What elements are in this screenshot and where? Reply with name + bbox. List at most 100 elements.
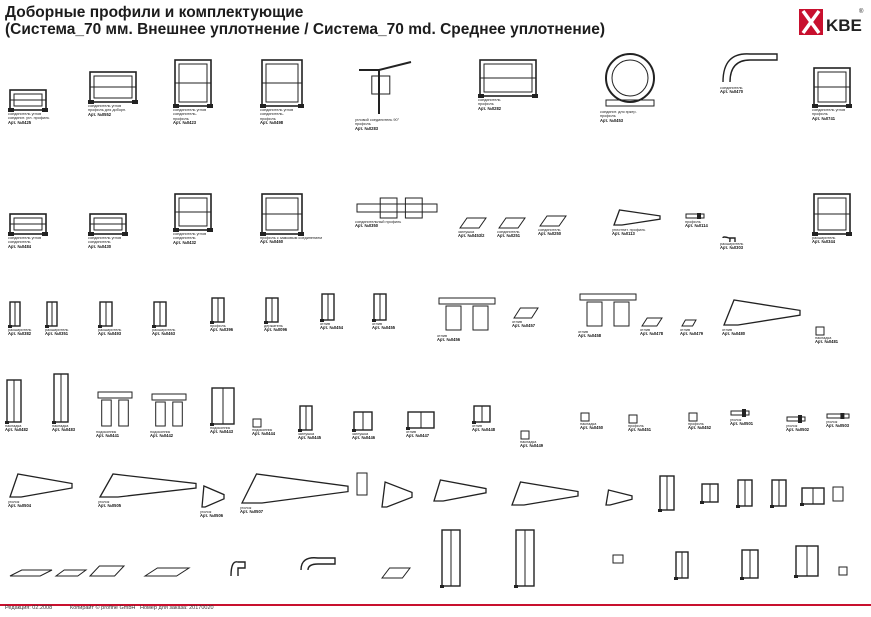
profile-drawing	[9, 473, 73, 498]
item-description: уплотнит. профиль	[612, 228, 646, 232]
item-article-number: Арт. №0430	[88, 243, 111, 249]
profile-drawing	[210, 387, 235, 426]
profile-drawing	[786, 415, 806, 423]
item-article-number: Арт. №0096	[264, 327, 287, 333]
item-description: отлив	[372, 322, 383, 326]
catalog-item	[736, 478, 754, 508]
brand-mark: ®	[859, 8, 864, 15]
item-description: профиль	[210, 324, 226, 328]
profile-drawing	[8, 89, 48, 112]
item-article-number: Арт. №0501	[730, 421, 753, 427]
profile-drawing	[700, 483, 719, 504]
item-article-number: Арт. №0453	[600, 117, 623, 123]
item-article-number: Арт. №0250	[538, 231, 561, 237]
catalog-item	[658, 474, 676, 512]
profile-drawing	[260, 193, 304, 236]
item-article-number: Арт. №0507	[240, 509, 263, 515]
profile-drawing	[173, 59, 213, 108]
profile-drawing	[605, 53, 655, 107]
item-description: профиль	[628, 424, 644, 428]
item-description: профиль	[685, 220, 701, 224]
item-description: расширитель	[812, 236, 836, 240]
catalog-item	[800, 486, 826, 506]
item-description: отлив	[512, 320, 523, 324]
profile-drawing	[674, 551, 689, 580]
item-description: отлив	[406, 430, 417, 434]
item-description: подоконник	[96, 430, 117, 434]
item-caption: соединитель углов профиль для доборн.Арт…	[88, 104, 138, 117]
item-description: подоконник	[210, 426, 231, 430]
catalog-item	[832, 486, 844, 502]
item-description: отлив	[680, 328, 691, 332]
profile-drawing	[380, 567, 412, 579]
item-article-number: Арт. №0449	[520, 443, 543, 449]
item-article-number: Арт. №0114	[685, 223, 708, 229]
item-description: уголок	[240, 506, 252, 510]
profile-drawing	[511, 481, 579, 506]
profile-drawing	[612, 554, 624, 564]
catalog-item	[604, 486, 634, 508]
item-article-number: Арт. №0282	[478, 105, 501, 111]
item-article-number: Арт. №0448	[472, 427, 495, 433]
catalog-item	[228, 556, 248, 580]
item-article-number: Арт. №0113	[612, 231, 635, 237]
profile-drawing	[794, 545, 819, 578]
item-description: накладка	[520, 440, 537, 444]
profile-drawing	[520, 430, 530, 440]
item-article-number: Арт. №0741	[812, 115, 835, 121]
item-article-number: Арт. №0458	[578, 333, 601, 339]
catalog-item	[356, 472, 368, 496]
item-article-number: Арт. №0498	[260, 119, 283, 125]
item-article-number: Арт. №0502	[786, 427, 809, 433]
profile-drawing	[230, 561, 246, 577]
item-article-number: Арт. №0470	[720, 89, 743, 95]
footer-edition: Редакция: 02.2008	[5, 605, 53, 611]
item-description: уголок	[826, 420, 838, 424]
item-article-number: Арт. №0460	[260, 239, 283, 245]
profile-drawing	[97, 391, 133, 427]
item-description: подоконник	[252, 428, 273, 432]
item-description: заглушка	[352, 432, 369, 436]
item-description: расширитель	[8, 328, 32, 332]
item-article-number: Арт. №0480	[722, 331, 745, 337]
profile-drawing	[98, 301, 113, 328]
profile-drawing	[5, 379, 22, 424]
catalog-item	[740, 548, 760, 580]
item-article-number: Арт. №0484	[8, 243, 31, 249]
item-description: накладка	[52, 424, 69, 428]
item-description: уголок	[8, 500, 20, 504]
profile-drawing	[770, 479, 787, 508]
profile-drawing	[143, 567, 191, 577]
profile-drawing	[45, 301, 58, 328]
profile-drawing	[826, 413, 850, 419]
